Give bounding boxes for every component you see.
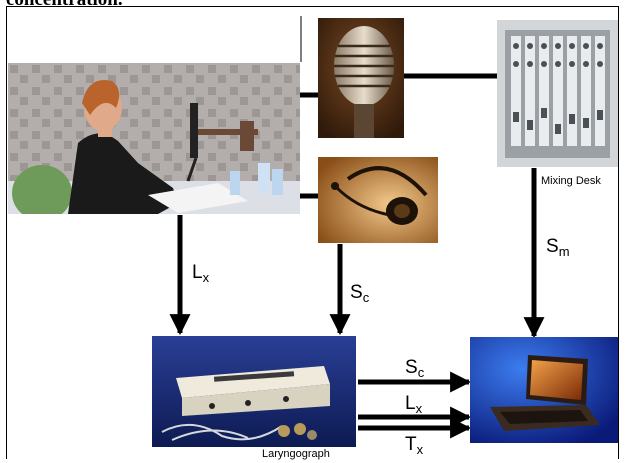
- laptop-photo: [470, 337, 618, 443]
- speaker-photo: [8, 63, 300, 214]
- label-sc: Sc: [350, 282, 370, 305]
- diagram-frame: [6, 6, 619, 459]
- label-lx: Lx: [192, 262, 210, 285]
- label-sc-laptop: Sc: [405, 357, 425, 380]
- laryngograph-label: Laryngograph: [262, 448, 330, 460]
- mixing-desk-label: Mixing Desk: [541, 175, 601, 187]
- label-lx-laptop: Lx: [405, 393, 423, 416]
- label-tx-laptop: Tx: [405, 434, 424, 457]
- label-sm: Sm: [546, 236, 570, 259]
- headset-photo: [318, 157, 438, 243]
- mixing-desk-photo: [497, 20, 618, 167]
- heading-text: concentration.: [6, 0, 123, 11]
- laryngograph-photo: [152, 336, 356, 447]
- microphone-photo: [318, 18, 404, 138]
